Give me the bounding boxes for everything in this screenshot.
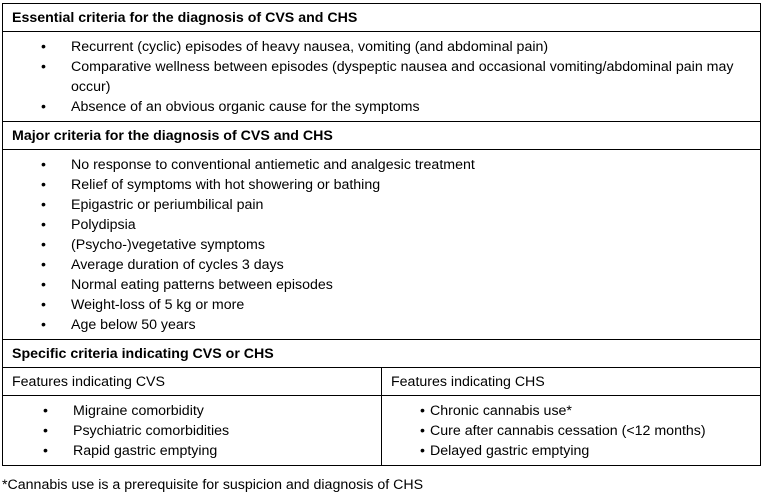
specific-list-row: • Migraine comorbidity • Psychiatric comor… <box>2 395 761 466</box>
major-item: • Relief of symptoms with hot showering o… <box>3 175 760 195</box>
cvs-heading: Features indicating CVS <box>2 367 382 396</box>
major-item-text: No response to conventional antiemetic a… <box>71 157 475 173</box>
major-item-text: Normal eating patterns between episodes <box>71 277 333 293</box>
major-item: • Polydipsia <box>3 215 760 235</box>
bullet-icon: • <box>41 99 46 115</box>
cvs-item-text: Rapid gastric emptying <box>73 443 218 459</box>
major-item-text: Epigastric or periumbilical pain <box>71 197 264 213</box>
bullet-icon: • <box>41 277 46 293</box>
major-item-text: Relief of symptoms with hot showering or… <box>71 177 381 193</box>
bullet-icon: • <box>41 317 46 333</box>
bullet-icon: • <box>41 59 46 75</box>
bullet-icon: • <box>43 403 48 419</box>
bullet-icon: • <box>420 443 425 459</box>
cvs-item: • Rapid gastric emptying <box>3 441 381 461</box>
essential-item-text: Comparative wellness between episodes (d… <box>71 59 734 95</box>
bullet-icon: • <box>41 197 46 213</box>
major-item-text: Weight-loss of 5 kg or more <box>71 297 245 313</box>
cvs-item-text: Migraine comorbidity <box>73 403 204 419</box>
major-item: • (Psycho-)vegetative symptoms <box>3 235 760 255</box>
major-item-text: Average duration of cycles 3 days <box>71 257 284 273</box>
essential-item: • Absence of an obvious organic cause for… <box>3 97 760 117</box>
chs-list-cell: • Chronic cannabis use* • Cure after canna… <box>381 395 761 466</box>
essential-item-text: Recurrent (cyclic) episodes of heavy nau… <box>71 39 549 55</box>
essential-list-row: • Recurrent (cyclic) episodes of heavy na… <box>2 31 761 122</box>
chs-item-text: Delayed gastric emptying <box>430 443 590 459</box>
major-list-row: • No response to conventional antiemetic … <box>2 149 761 340</box>
bullet-icon: • <box>41 177 46 193</box>
major-item-text: (Psycho-)vegetative symptoms <box>71 237 265 253</box>
major-header-row: Major criteria for the diagnosis of CVS … <box>2 121 761 150</box>
essential-item-text: Absence of an obvious organic cause for … <box>71 99 420 115</box>
essential-item: • Comparative wellness between episodes (… <box>3 57 760 97</box>
bullet-icon: • <box>41 157 46 173</box>
chs-item-text: Chronic cannabis use* <box>430 403 572 419</box>
major-item-text: Age below 50 years <box>71 317 196 333</box>
chs-item: • Delayed gastric emptying <box>382 441 760 461</box>
criteria-table: Essential criteria for the diagnosis of … <box>2 3 761 466</box>
bullet-icon: • <box>41 297 46 313</box>
essential-heading: Essential criteria for the diagnosis of … <box>2 3 761 32</box>
major-item: • No response to conventional antiemetic … <box>3 155 760 175</box>
cvs-item-text: Psychiatric comorbidities <box>73 423 230 439</box>
cvs-item: • Psychiatric comorbidities <box>3 421 381 441</box>
bullet-icon: • <box>41 237 46 253</box>
bullet-icon: • <box>41 39 46 55</box>
specific-subheader-row: Features indicating CVS Features indicat… <box>2 367 761 396</box>
cvs-list-cell: • Migraine comorbidity • Psychiatric comor… <box>2 395 382 466</box>
bullet-icon: • <box>43 423 48 439</box>
major-list: • No response to conventional antiemetic … <box>3 150 760 339</box>
major-item: • Average duration of cycles 3 days <box>3 255 760 275</box>
major-item-text: Polydipsia <box>71 217 136 233</box>
bullet-icon: • <box>420 423 425 439</box>
specific-header-row: Specific criteria indicating CVS or CHS <box>2 339 761 368</box>
cvs-item: • Migraine comorbidity <box>3 401 381 421</box>
essential-header-row: Essential criteria for the diagnosis of … <box>2 3 761 32</box>
chs-item: • Cure after cannabis cessation (<12 mont… <box>382 421 760 441</box>
essential-list: • Recurrent (cyclic) episodes of heavy na… <box>3 32 760 121</box>
essential-item: • Recurrent (cyclic) episodes of heavy na… <box>3 37 760 57</box>
major-item: • Epigastric or periumbilical pain <box>3 195 760 215</box>
bullet-icon: • <box>43 443 48 459</box>
bullet-icon: • <box>420 403 425 419</box>
major-list-cell: • No response to conventional antiemetic … <box>2 149 761 340</box>
major-heading: Major criteria for the diagnosis of CVS … <box>2 121 761 150</box>
essential-list-cell: • Recurrent (cyclic) episodes of heavy na… <box>2 31 761 122</box>
bullet-icon: • <box>41 257 46 273</box>
chs-list: • Chronic cannabis use* • Cure after canna… <box>382 396 760 465</box>
bullet-icon: • <box>41 217 46 233</box>
major-item: • Age below 50 years <box>3 315 760 335</box>
major-item: • Weight-loss of 5 kg or more <box>3 295 760 315</box>
specific-heading: Specific criteria indicating CVS or CHS <box>2 339 761 368</box>
footnote: *Cannabis use is a prerequisite for susp… <box>2 477 424 493</box>
chs-item-text: Cure after cannabis cessation (<12 month… <box>430 423 706 439</box>
chs-heading: Features indicating CHS <box>381 367 761 396</box>
cvs-list: • Migraine comorbidity • Psychiatric comor… <box>3 396 381 465</box>
major-item: • Normal eating patterns between episodes <box>3 275 760 295</box>
chs-item: • Chronic cannabis use* <box>382 401 760 421</box>
